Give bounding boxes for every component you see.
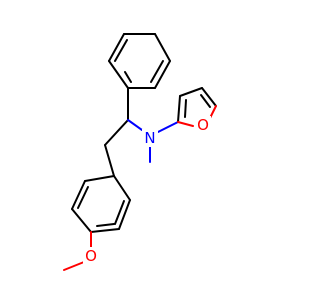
bond-ch-to-n [127,119,143,131]
nitrogen-label: N [144,129,155,147]
furan-oxygen-label: O [197,116,209,134]
bond-ch2-to-aryl [104,144,115,177]
bond-ch-to-ch2 [104,119,129,146]
atom-methoxy-oxygen: O [83,247,99,265]
molecule-structure: N O O [63,33,217,271]
methoxy-group [63,231,92,271]
phenyl-ring [108,33,171,89]
methoxyphenyl-ring [71,175,131,233]
bond-n-to-furan [157,121,179,133]
backbone-bonds [104,87,179,177]
atom-nitrogen: N [142,129,158,147]
atom-furan-oxygen: O [195,116,211,134]
methoxy-oxygen-label: O [85,247,97,265]
